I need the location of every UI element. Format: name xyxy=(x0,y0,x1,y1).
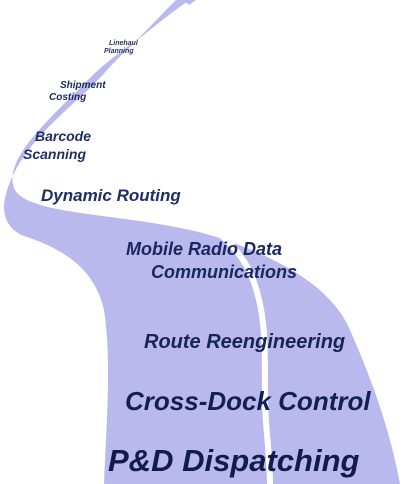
label-shipment-costing: Shipment Costing xyxy=(49,80,106,103)
label-dynamic-routing: Dynamic Routing xyxy=(41,186,181,205)
label-cross-dock-control: Cross-Dock Control xyxy=(125,386,371,416)
label-barcode-scanning: Barcode Scanning xyxy=(23,128,92,163)
road-surface xyxy=(4,0,400,484)
label-linehaul-planning: Linehaul Planning xyxy=(104,40,138,56)
road-center-line xyxy=(78,3,273,484)
label-mobile-radio-data: Mobile Radio Data Communications xyxy=(126,239,298,283)
label-route-reengineering: Route Reengineering xyxy=(144,331,346,353)
label-pd-dispatching: P&D Dispatching xyxy=(108,443,360,478)
